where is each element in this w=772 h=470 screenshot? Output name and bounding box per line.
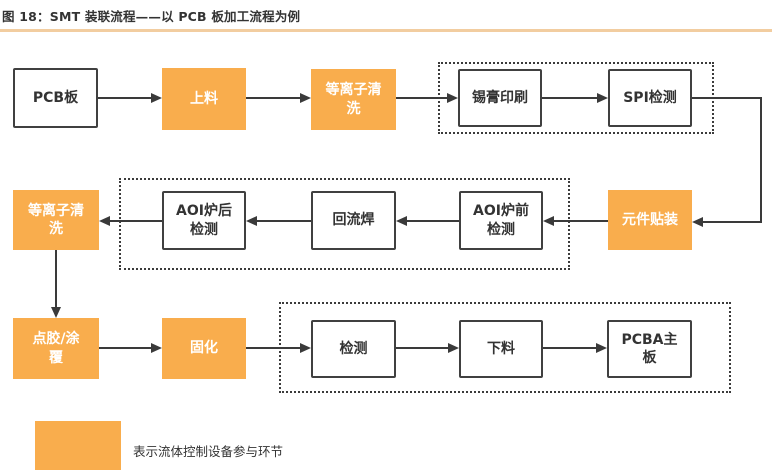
arrowhead-right-icon xyxy=(151,93,162,103)
arrow-placement-to-aoipre xyxy=(554,220,608,222)
node-testing: 检测 xyxy=(311,320,396,378)
node-spi-inspection: SPI检测 xyxy=(608,69,692,127)
connector-spi-elbow-top xyxy=(692,97,762,99)
arrowhead-right-icon xyxy=(300,343,311,353)
title-divider xyxy=(0,29,772,32)
arrowhead-right-icon xyxy=(448,343,459,353)
arrowhead-right-icon xyxy=(597,93,608,103)
node-solder-paste-print: 锡膏印刷 xyxy=(458,69,542,127)
legend-orange-swatch xyxy=(35,421,121,470)
node-pcb: PCB板 xyxy=(13,68,98,128)
connector-plasma2-down xyxy=(55,250,57,308)
arrow-reflow-to-aoipost xyxy=(257,220,311,222)
arrowhead-right-icon xyxy=(596,343,607,353)
node-pcba-board: PCBA主 板 xyxy=(607,320,692,378)
arrow-plasma1-to-print xyxy=(396,97,448,99)
arrowhead-right-icon xyxy=(300,93,311,103)
arrow-dispensing-to-curing xyxy=(99,347,151,349)
arrow-unloading-to-pcba xyxy=(543,347,596,349)
node-reflow-soldering: 回流焊 xyxy=(311,191,396,250)
arrowhead-left-icon xyxy=(543,216,554,226)
arrowhead-down-icon xyxy=(51,307,61,318)
figure-title: 图 18：SMT 装联流程——以 PCB 板加工流程为例 xyxy=(2,9,301,24)
node-aoi-post-oven: AOI炉后 检测 xyxy=(162,191,246,250)
connector-spi-elbow-bottom xyxy=(703,221,762,223)
node-unloading: 下料 xyxy=(459,320,543,378)
arrow-curing-to-testing xyxy=(246,347,300,349)
node-dispensing-coating: 点胶/涂 覆 xyxy=(13,318,99,379)
node-aoi-pre-oven: AOI炉前 检测 xyxy=(459,191,543,250)
arrowhead-left-icon xyxy=(396,216,407,226)
arrow-aoipre-to-reflow xyxy=(407,220,459,222)
arrowhead-right-icon xyxy=(447,93,458,103)
connector-spi-elbow-vertical xyxy=(760,97,762,223)
dashed-group-reflow xyxy=(119,178,570,270)
arrow-pcb-to-loading xyxy=(98,97,152,99)
arrowhead-left-icon xyxy=(246,216,257,226)
arrow-aoipost-to-plasma2 xyxy=(110,220,162,222)
node-curing: 固化 xyxy=(162,318,246,379)
arrow-print-to-spi xyxy=(542,97,597,99)
arrowhead-left-icon xyxy=(692,217,703,227)
node-plasma-clean-2: 等离子清 洗 xyxy=(13,190,99,250)
arrow-testing-to-unloading xyxy=(396,347,448,349)
arrow-loading-to-plasma1 xyxy=(246,97,300,99)
legend-label: 表示流体控制设备参与环节 xyxy=(133,444,284,459)
node-component-placement: 元件贴装 xyxy=(608,190,692,250)
arrowhead-left-icon xyxy=(99,216,110,226)
arrowhead-right-icon xyxy=(151,343,162,353)
node-loading: 上料 xyxy=(162,68,246,130)
node-plasma-clean-1: 等离子清 洗 xyxy=(311,69,396,130)
